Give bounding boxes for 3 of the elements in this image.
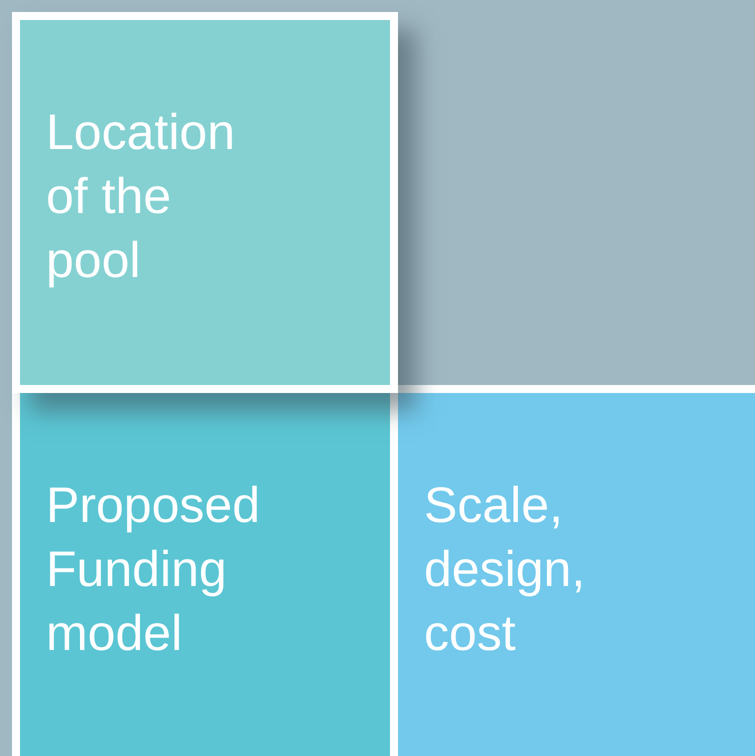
tile-label: Location of the pool — [46, 103, 236, 290]
tile-label: Scale, design, cost — [424, 476, 586, 663]
tile-label: Proposed Funding model — [46, 476, 262, 663]
